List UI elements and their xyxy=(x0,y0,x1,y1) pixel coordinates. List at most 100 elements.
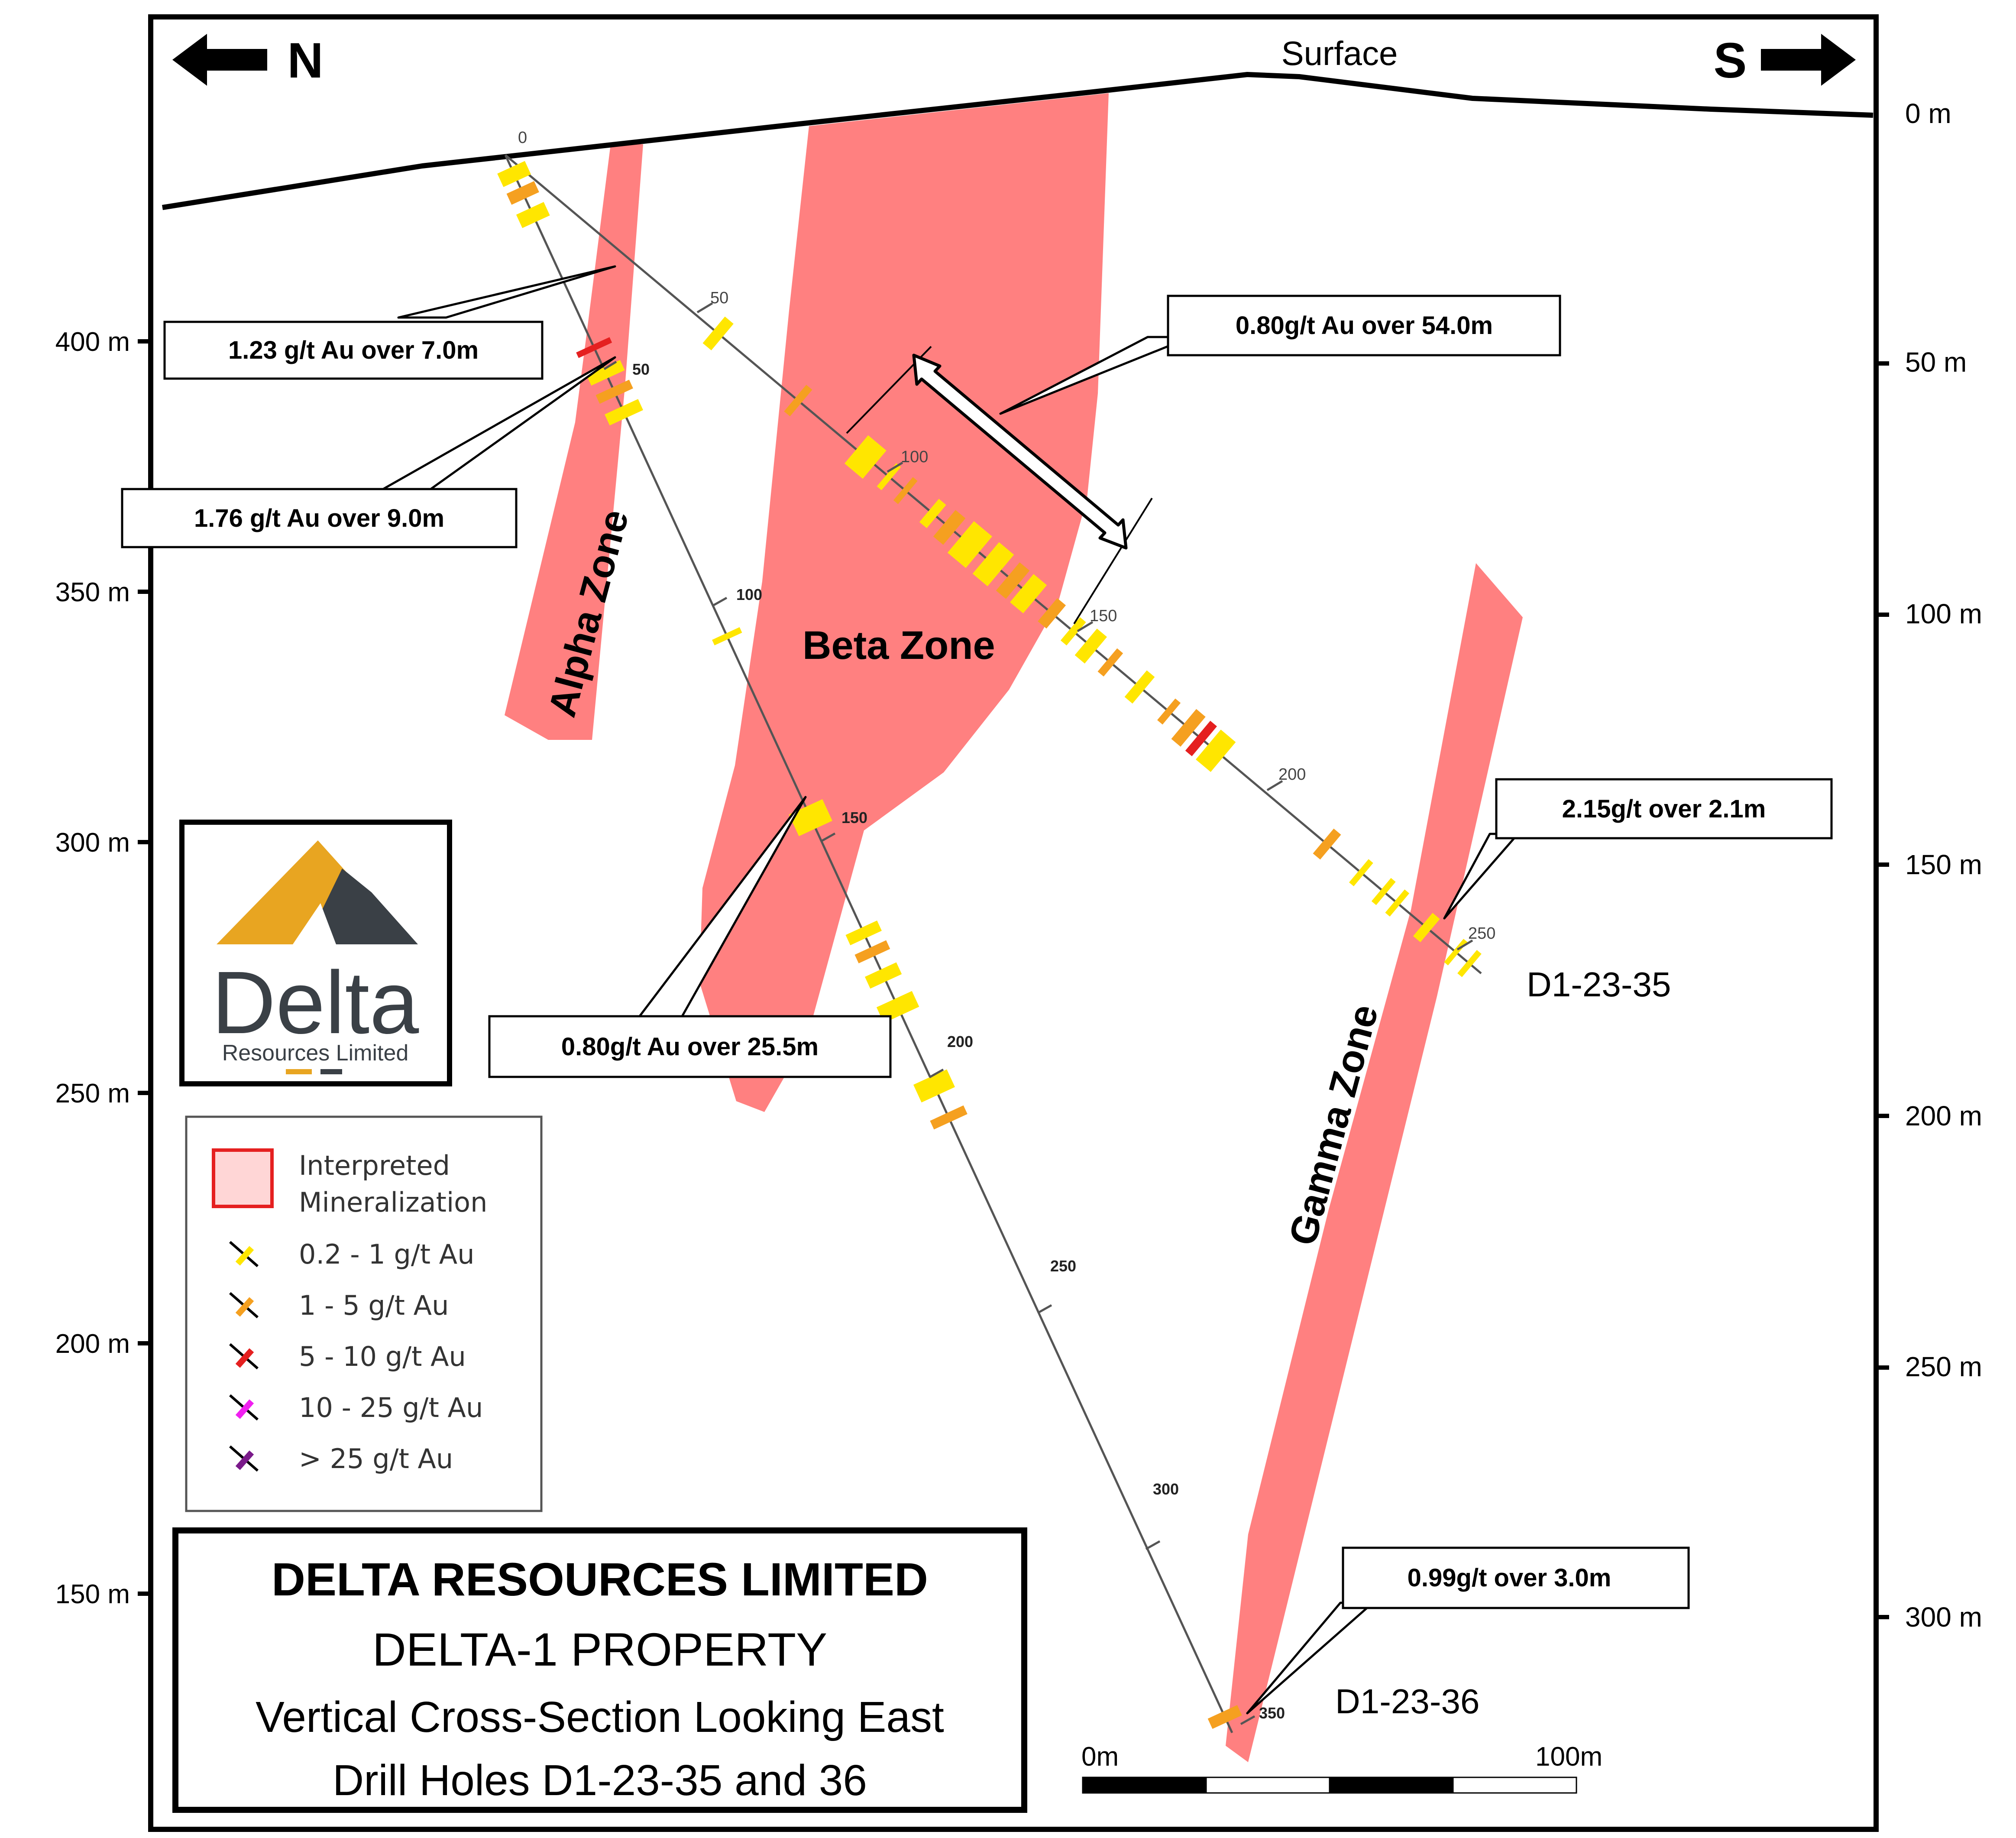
tick-mark xyxy=(1456,939,1473,951)
title-property: DELTA-1 PROPERTY xyxy=(372,1623,827,1676)
tick-mark xyxy=(887,461,903,473)
ground-surface-line xyxy=(162,72,1874,210)
elevation-axis: 400 m 350 m 300 m 250 m 200 m 150 m xyxy=(55,327,151,1609)
hole-36-depth-50: 50 xyxy=(632,360,650,378)
interval-arrow-end-line-lower xyxy=(1073,497,1153,625)
assay-interval-mark xyxy=(947,521,992,568)
scale-end-label: 100m xyxy=(1535,1742,1602,1772)
assay-interval-mark xyxy=(497,161,531,187)
logo-tagline: Resources Limited xyxy=(222,1041,409,1066)
hole-35-depth-200: 200 xyxy=(1278,765,1306,784)
alpha-zone-shape xyxy=(505,144,643,740)
callout-3-text: 0.80g/t Au over 54.0m xyxy=(1236,311,1493,340)
assay-interval-mark xyxy=(919,499,946,528)
hole-35-depth-50: 50 xyxy=(710,289,728,307)
assay-interval-mark xyxy=(845,921,882,946)
callout-pointers xyxy=(371,265,1519,1715)
assay-interval-mark xyxy=(876,991,919,1023)
logo-frame xyxy=(179,820,452,1086)
legend-grade-label: 1 - 5 g/t Au xyxy=(299,1290,449,1321)
hole-35-depth-150: 150 xyxy=(1090,607,1117,625)
logo-dash-gold xyxy=(286,1069,312,1074)
north-label: N xyxy=(287,33,323,88)
surface-label: Surface xyxy=(1281,34,1398,72)
legend-grade-label: 10 - 25 g/t Au xyxy=(299,1392,483,1423)
callout-4-box xyxy=(1495,778,1833,840)
tick-mark xyxy=(1037,1304,1052,1314)
hole-36-depth-350: 350 xyxy=(1259,1704,1285,1722)
assay-interval-mark xyxy=(605,399,643,426)
tick-mark xyxy=(712,596,728,607)
logo-wordmark: Delta xyxy=(212,953,420,1052)
assay-interval-mark xyxy=(1185,720,1217,756)
assay-interval-mark xyxy=(1444,939,1468,966)
hole-35-depth-250: 250 xyxy=(1468,924,1495,943)
assay-interval-mark xyxy=(996,562,1030,599)
tick-mark xyxy=(1145,1540,1161,1550)
legend-symbol-bar xyxy=(235,1246,254,1266)
callout-5-box xyxy=(488,1015,892,1078)
assay-interval-mark xyxy=(877,463,901,490)
hole-35-collar-depth: 0 xyxy=(518,129,527,147)
assay-interval-mark xyxy=(1349,859,1373,886)
title-block-frame xyxy=(172,1527,1027,1813)
assay-interval-mark xyxy=(972,542,1014,587)
hole-36-depth-150: 150 xyxy=(841,809,867,827)
scale-bar: 0m 100m xyxy=(1081,1742,1602,1794)
depth-label: 0 m xyxy=(1905,98,1951,129)
legend-grade-symbol-icon xyxy=(229,1241,259,1267)
legend-grade-symbol-icon xyxy=(229,1394,259,1421)
assay-interval-mark xyxy=(1371,878,1396,905)
callout-6-text: 0.99g/t over 3.0m xyxy=(1408,1564,1612,1592)
assay-interval-mark xyxy=(1196,729,1236,772)
assay-interval-mark xyxy=(595,379,633,404)
legend-symbol-bar xyxy=(235,1399,254,1419)
legend-grade-label: 0.2 - 1 g/t Au xyxy=(299,1238,475,1270)
title-block: DELTA RESOURCES LIMITED DELTA-1 PROPERTY… xyxy=(172,1527,1027,1813)
callout-1-text: 1.23 g/t Au over 7.0m xyxy=(228,336,479,364)
assay-interval-mark xyxy=(506,181,539,205)
depth-label: 200 m xyxy=(1905,1100,1982,1131)
hole-36-depth-100: 100 xyxy=(736,586,762,603)
hole-35-depth-100: 100 xyxy=(901,448,928,466)
legend: Interpreted Mineralization 0.2 - 1 g/t A… xyxy=(185,1115,543,1512)
beta-zone-label: Beta Zone xyxy=(803,623,995,668)
legend-symbol-bar xyxy=(235,1450,254,1470)
hole-35-depth-labels: 0 50 100 150 200 250 xyxy=(518,129,1495,943)
callout-4-text: 2.15g/t over 2.1m xyxy=(1562,795,1766,823)
drill-hole-d1-23-36-trace xyxy=(504,154,1233,1734)
assay-interval-mark xyxy=(712,627,742,645)
company-logo: Delta Resources Limited xyxy=(179,820,452,1086)
scale-segment xyxy=(1329,1776,1454,1794)
title-section: Vertical Cross-Section Looking East xyxy=(256,1693,944,1741)
assay-interval-mark xyxy=(933,510,966,545)
assay-interval-mark xyxy=(865,962,902,989)
legend-grade-label: 5 - 10 g/t Au xyxy=(299,1341,466,1372)
scale-segment xyxy=(1082,1776,1207,1794)
south-label: S xyxy=(1714,33,1747,88)
legend-mineralization-label-line2: Mineralization xyxy=(299,1186,487,1218)
callout-2-box xyxy=(121,488,518,548)
legend-grade-symbol-icon xyxy=(229,1343,259,1370)
beta-zone-shape xyxy=(699,93,1109,1112)
elevation-label: 250 m xyxy=(55,1079,130,1109)
elevation-label: 350 m xyxy=(55,577,130,607)
double-arrow-icon xyxy=(912,353,1128,550)
depth-label: 250 m xyxy=(1905,1351,1982,1382)
assay-intervals-d1-23-35 xyxy=(702,316,1482,977)
legend-mineralization-label-line1: Interpreted xyxy=(299,1150,450,1181)
assay-interval-mark xyxy=(1097,648,1123,677)
assay-interval-mark xyxy=(1124,670,1155,704)
tick-mark xyxy=(820,832,836,843)
callout-5-text: 0.80g/t Au over 25.5m xyxy=(561,1033,819,1061)
assay-interval-mark xyxy=(784,385,812,417)
assay-interval-mark xyxy=(1010,574,1047,613)
callout-3-box xyxy=(1167,295,1561,357)
logo-dash-grey xyxy=(320,1069,342,1074)
callout-1-pointer xyxy=(397,265,616,319)
assay-intervals-d1-23-36 xyxy=(497,161,1242,1729)
tick-mark xyxy=(603,360,617,370)
depth-label: 100 m xyxy=(1905,598,1982,629)
south-arrow-icon xyxy=(1761,34,1856,86)
depth-ticks-hole-36 xyxy=(603,360,1256,1725)
